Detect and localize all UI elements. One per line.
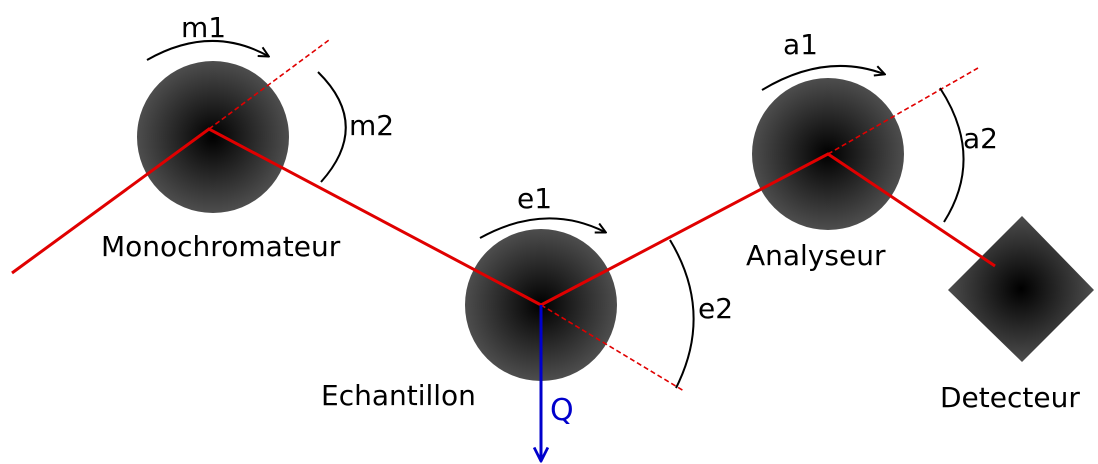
monochromator-label: Monochromateur <box>101 230 341 263</box>
a2-angle-arc <box>939 87 965 223</box>
e2-angle-arc <box>669 239 695 389</box>
e1-label: e1 <box>517 182 552 215</box>
sample-extension-line <box>540 304 685 392</box>
sample-label: Echantillon <box>321 379 476 412</box>
a1-label: a1 <box>783 28 818 61</box>
a2-label: a2 <box>963 122 998 155</box>
m2-label: m2 <box>349 109 394 142</box>
e2-label: e2 <box>698 292 733 325</box>
q-vector-label: Q <box>550 393 574 428</box>
monochromator-crystal <box>137 61 289 213</box>
monochromator-extension-line <box>208 39 330 130</box>
detector-label: Detecteur <box>940 381 1080 414</box>
analyzer-label: Analyseur <box>746 239 886 272</box>
m2-angle-arc <box>317 71 347 183</box>
e1-rotation-arrow <box>479 217 605 239</box>
detector-box <box>948 216 1094 362</box>
analyzer-extension-line <box>827 67 979 155</box>
m1-label: m1 <box>181 11 226 44</box>
a1-rotation-arrow <box>761 65 884 91</box>
m1-rotation-arrow <box>146 40 268 61</box>
